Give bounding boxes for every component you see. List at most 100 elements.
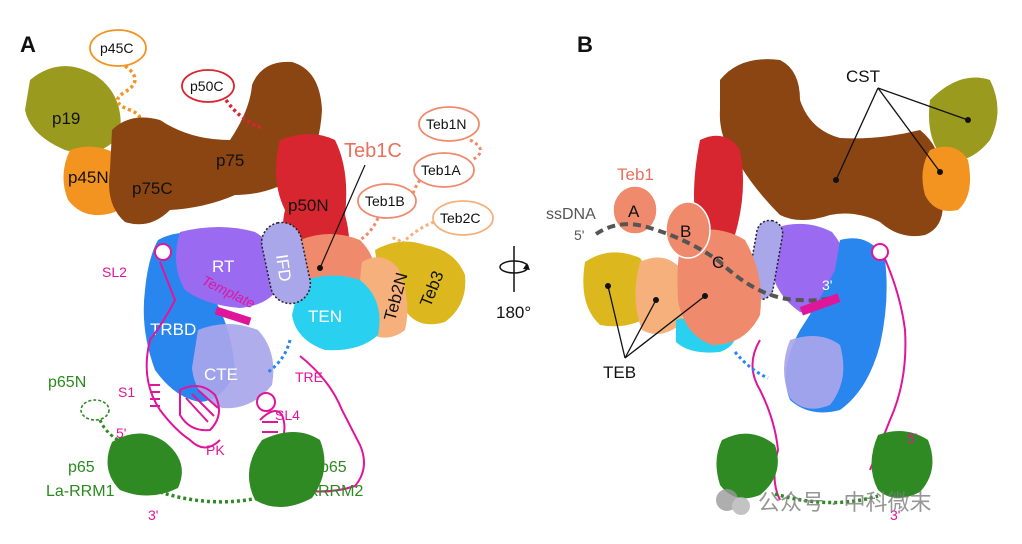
cst-pointer-lines [835, 87, 969, 181]
panel-a: A p19 p45N p45C p75 p75C p50C p50N Teb1C… [20, 29, 494, 523]
teb1n-linker [469, 138, 482, 162]
sl2-label: SL2 [102, 264, 127, 280]
five-prime-label: 5' [116, 425, 126, 441]
tre-strand [267, 339, 292, 374]
p65-la-rrm1-domain [107, 433, 182, 496]
p45c-label: p45C [100, 40, 133, 56]
ssdna-strand [594, 222, 839, 303]
p65-left-label: p65 [68, 459, 95, 476]
teb2c-label: Teb2C [440, 210, 480, 226]
teb1-label: Teb1 [617, 165, 654, 184]
teb-dot-salmon [702, 293, 708, 299]
p65-b-right-domain [871, 431, 933, 499]
p65-b-left-domain [716, 433, 778, 499]
sl4-label: SL4 [275, 407, 300, 423]
template-b-bar [799, 293, 841, 316]
cst-dot-orange [937, 169, 943, 175]
sl2-loop [154, 243, 172, 261]
ifd-label: IFD [272, 253, 295, 283]
p19-domain [25, 66, 121, 153]
p75-domain [109, 61, 322, 225]
teb1a-oval [413, 152, 475, 188]
ten-label: TEN [308, 307, 342, 326]
cte-b-domain [784, 336, 844, 409]
ifd-domain [260, 221, 312, 305]
teb-gold-domain [583, 252, 654, 327]
s1-stem [150, 384, 160, 407]
p65n-oval [80, 399, 110, 421]
ssdna-5prime-label: 5' [574, 227, 584, 243]
cst-domain [719, 59, 943, 237]
cst-dot-olive [965, 117, 971, 123]
p45c-linker [115, 64, 142, 128]
rotation-label: 180° [496, 303, 531, 322]
rt-label: RT [212, 257, 234, 276]
cst-label: CST [846, 67, 880, 86]
p65-b-linker [774, 492, 879, 505]
s1-label: S1 [118, 384, 135, 400]
p50c-label: p50C [190, 78, 223, 94]
teb2c-linker [389, 220, 435, 247]
cte-domain [192, 324, 274, 409]
pk-pseudoknot [179, 385, 220, 432]
teb1a-label: Teb1A [421, 162, 461, 178]
teb1b-linker [359, 217, 380, 242]
template-bar [214, 306, 252, 326]
teb1c-pointer-line [319, 164, 366, 269]
five-prime-b-label: 5' [907, 430, 917, 446]
ten-domain [292, 275, 380, 351]
p19-label: p19 [52, 109, 80, 128]
sl2-b-loop [871, 243, 889, 261]
cte-label: CTE [204, 365, 238, 384]
p65-right-label: p65 [320, 459, 347, 476]
teb-dot-peach [653, 297, 659, 303]
rt-domain [176, 227, 281, 308]
la-rrm1-label: La-RRM1 [46, 483, 115, 500]
rotation-indicator: 180° [496, 246, 531, 322]
teb1-a-oval [612, 185, 658, 235]
p50c-oval [181, 69, 235, 103]
teb1a-linker [412, 179, 422, 196]
teb1b-label: Teb1B [365, 193, 405, 209]
teb1n-label: Teb1N [426, 116, 466, 132]
p50n-label: p50N [288, 196, 329, 215]
sl4-loop [256, 392, 276, 412]
p75c-label: p75C [132, 179, 173, 198]
teb1c-pointer-dot [317, 265, 323, 271]
tre-label: TRE [295, 369, 323, 385]
cst-dot-brown [833, 177, 839, 183]
teb-label: TEB [603, 363, 636, 382]
p45n-label: p45N [68, 168, 109, 187]
panel-label-b: B [577, 32, 593, 57]
teb1-b-label: B [680, 222, 691, 241]
teb-pointer-lines [607, 285, 706, 359]
teb1n-oval [418, 106, 480, 142]
three-prime-b-label: 3' [890, 507, 900, 523]
watermark: 公众号 · 中科微末 [716, 489, 932, 515]
panel-label-a: A [20, 32, 36, 57]
teb1b-oval [357, 183, 417, 219]
teb1c-b-domain [677, 229, 761, 345]
teb-dot-gold [605, 283, 611, 289]
cst-olive-domain [929, 77, 998, 161]
p65-linker [159, 490, 259, 504]
p75-label: p75 [216, 151, 244, 170]
xrrm2-label: xRRM2 [310, 483, 363, 500]
teb2c-oval [432, 200, 494, 236]
watermark-text: 公众号 · 中科微末 [758, 490, 932, 515]
teb1-a-label: A [628, 202, 640, 221]
teb1-b-oval [665, 201, 711, 259]
p50c-linker [224, 98, 263, 130]
p65n-linker [98, 419, 119, 442]
p45c-oval [89, 29, 147, 67]
teb3-domain [375, 241, 466, 325]
p65n-label: p65N [48, 374, 86, 391]
three-prime-label: 3' [148, 507, 158, 523]
panel-b: B CST Teb1 A B C ssDNA [546, 32, 998, 523]
cst-orange-domain [922, 146, 971, 211]
ssdna-3prime-label: 3' [822, 277, 832, 293]
pk-label: PK [206, 442, 225, 458]
p65-xrrm2-domain [248, 432, 325, 508]
teb1c-label: Teb1C [344, 140, 402, 162]
